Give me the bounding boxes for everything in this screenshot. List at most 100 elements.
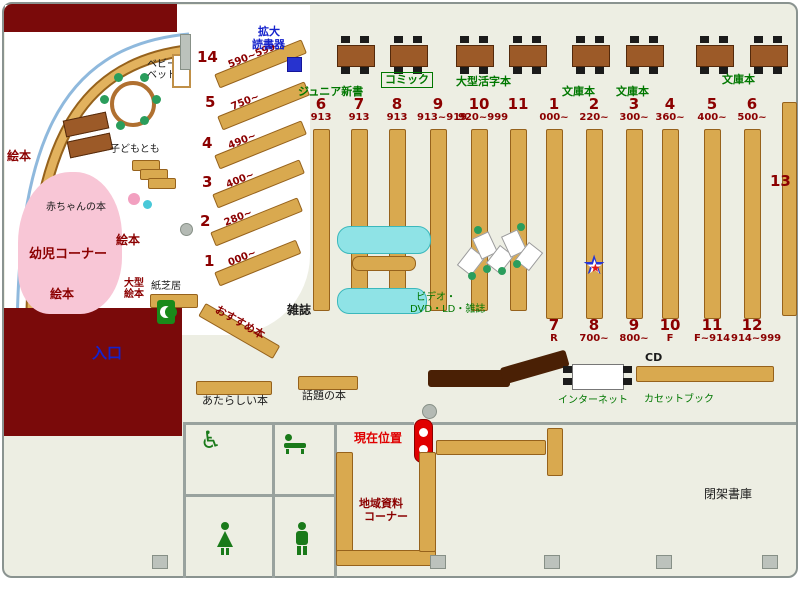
column-range: 700~ bbox=[579, 332, 609, 344]
pillar bbox=[544, 555, 560, 569]
magnifier-reader-label-l1: 拡大 bbox=[258, 25, 280, 38]
column-number: 10 bbox=[659, 316, 681, 334]
stool-icon bbox=[152, 95, 161, 104]
pillar bbox=[180, 223, 193, 236]
topic-books-shelf bbox=[298, 376, 358, 390]
picture-books-label-1: 絵本 bbox=[7, 149, 32, 163]
reading-table bbox=[390, 36, 428, 74]
chair-icon bbox=[460, 67, 469, 74]
pillar bbox=[762, 555, 778, 569]
pillar bbox=[422, 404, 437, 419]
chair-icon bbox=[394, 67, 403, 74]
leg bbox=[297, 546, 301, 555]
new-books-label: あたらしい本 bbox=[202, 394, 268, 407]
column-number: 4 bbox=[664, 95, 676, 113]
baby-changing-icon bbox=[284, 434, 308, 454]
chair-icon bbox=[479, 67, 488, 74]
column-range: F bbox=[666, 332, 674, 344]
stool-icon bbox=[100, 95, 109, 104]
chair-icon bbox=[563, 378, 572, 385]
column-number: 7 bbox=[548, 316, 560, 334]
chair-icon bbox=[719, 67, 728, 74]
bookshelf-r4 bbox=[662, 129, 679, 319]
entrance-wall-block bbox=[4, 308, 182, 436]
pillar bbox=[656, 555, 672, 569]
shelf-1-number: 1 bbox=[204, 252, 215, 270]
stool-icon bbox=[513, 260, 521, 268]
table-top bbox=[509, 45, 547, 67]
column-range: 913~919 bbox=[417, 111, 468, 123]
video-dvd-label-l1: ビデオ・ bbox=[416, 292, 456, 303]
picture-books-label-2: 絵本 bbox=[116, 233, 141, 247]
column-12-bottom: 12 914~999 bbox=[731, 317, 782, 344]
wall bbox=[184, 422, 414, 425]
kids-step bbox=[148, 178, 176, 189]
column-number: 11 bbox=[507, 95, 529, 113]
internet-table bbox=[572, 364, 624, 390]
stool-icon bbox=[483, 265, 491, 273]
service-counter bbox=[428, 370, 510, 387]
table-top bbox=[696, 45, 734, 67]
column-7-left: 7 913 bbox=[338, 96, 380, 123]
column-number: 5 bbox=[706, 95, 718, 113]
local-materials-shelf bbox=[336, 452, 353, 564]
table-top bbox=[456, 45, 494, 67]
column-range: 914~999 bbox=[731, 332, 782, 344]
shelf-3-number: 3 bbox=[202, 173, 213, 191]
chair-icon bbox=[754, 67, 763, 74]
shelf-13-number: 13 bbox=[770, 172, 791, 190]
column-7-bottom: 7 R bbox=[533, 316, 575, 344]
column-number: 9 bbox=[432, 95, 444, 113]
chair-icon bbox=[532, 67, 541, 74]
chair-icon bbox=[360, 67, 369, 74]
column-number: 8 bbox=[588, 316, 600, 334]
chair-icon bbox=[341, 67, 350, 74]
chair-icon bbox=[649, 67, 658, 74]
wall-shelf bbox=[547, 428, 563, 476]
column-number: 10 bbox=[468, 95, 490, 113]
chair-icon bbox=[623, 378, 632, 385]
stool-icon bbox=[116, 121, 125, 130]
table-top bbox=[572, 45, 610, 67]
junior-shinsho-label: ジュニア新書 bbox=[298, 85, 364, 98]
toddler-corner-area bbox=[18, 172, 122, 314]
comic-label: コミック bbox=[381, 72, 433, 88]
column-range: 220~ bbox=[579, 111, 609, 123]
wheelchair-icon: ♿ bbox=[200, 426, 222, 454]
toddler-corner-label: 幼児コーナー bbox=[29, 247, 108, 262]
shelf-5-number: 5 bbox=[205, 93, 216, 111]
bookshelf-r6 bbox=[744, 129, 761, 319]
column-number: 3 bbox=[628, 95, 640, 113]
chair-icon bbox=[532, 36, 541, 43]
column-4-right: 4 360~ bbox=[649, 95, 691, 123]
pillar bbox=[152, 555, 168, 569]
table-top bbox=[337, 45, 375, 67]
chair-icon bbox=[513, 67, 522, 74]
column-range: 360~ bbox=[655, 111, 685, 123]
chair-icon bbox=[360, 36, 369, 43]
column-2-right: 2 220~ bbox=[573, 96, 615, 123]
pillar bbox=[430, 555, 446, 569]
picture-books-label-3: 絵本 bbox=[50, 287, 75, 301]
chair-icon bbox=[563, 366, 572, 373]
baby-bed-label-l1: ベビー bbox=[147, 59, 177, 70]
column-3-right: 3 300~ bbox=[613, 95, 655, 123]
large-print-label: 大型活字本 bbox=[456, 75, 511, 88]
service-counter-wing bbox=[499, 349, 570, 385]
head bbox=[298, 522, 306, 530]
chair-icon bbox=[479, 36, 488, 43]
column-range: 500~ bbox=[737, 111, 767, 123]
play-cushion-cyan bbox=[143, 200, 152, 209]
internet-label: インターネット bbox=[558, 395, 628, 406]
reading-table bbox=[696, 36, 734, 74]
sofa-bench bbox=[337, 288, 427, 314]
column-range: 400~ bbox=[697, 111, 727, 123]
large-picture-books-label-l1: 大型 bbox=[124, 278, 144, 289]
topic-books-label: 話題の本 bbox=[302, 389, 346, 402]
chair-icon bbox=[700, 36, 709, 43]
chair-icon bbox=[394, 36, 403, 43]
chair-icon bbox=[623, 366, 632, 373]
column-range: 913 bbox=[386, 111, 408, 123]
column-range: 913 bbox=[348, 111, 370, 123]
wall bbox=[184, 494, 336, 497]
